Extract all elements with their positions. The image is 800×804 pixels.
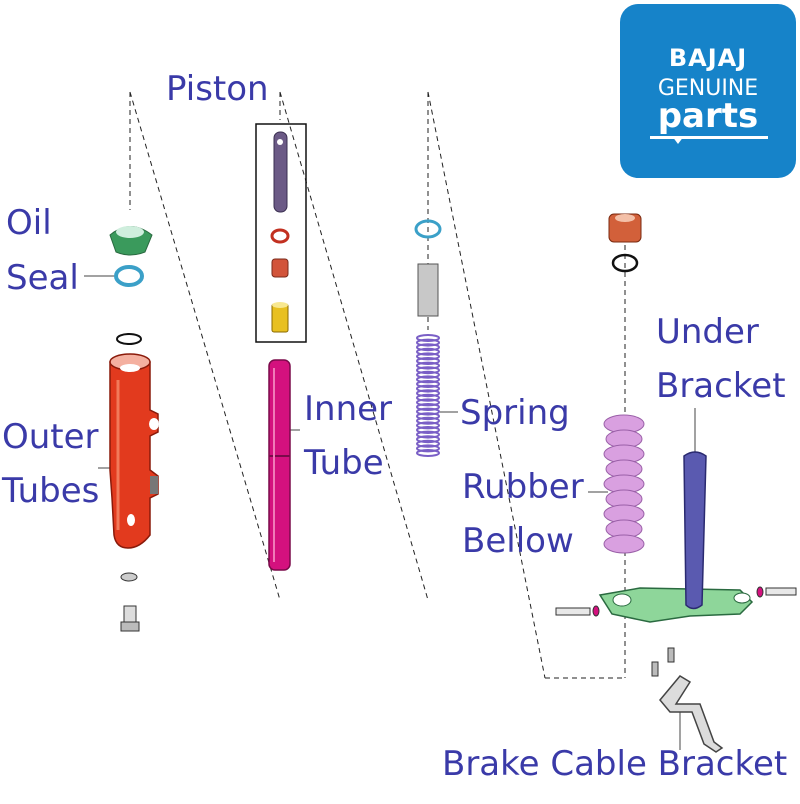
rubber-bellow [603, 414, 645, 554]
piston-group [255, 123, 307, 343]
bracket-base [598, 587, 754, 623]
label-bracket: Bracket [656, 366, 786, 406]
pinch-bolt [555, 607, 591, 616]
spring-coil [416, 370, 440, 379]
spacer-tube [417, 263, 439, 317]
spring-coil [416, 398, 440, 407]
logo-line3: parts [657, 96, 759, 136]
piston-rod-hole [277, 139, 283, 145]
spring-coil [416, 430, 440, 439]
spring-coil [416, 439, 440, 448]
spring-coil [416, 403, 440, 411]
bush-top [615, 214, 635, 222]
spring-coil [416, 380, 440, 388]
outer-tube-body [109, 361, 159, 549]
oil-seal-top [116, 226, 144, 238]
spring-group [414, 219, 442, 457]
logo-brand: BAJAJ [668, 44, 748, 72]
outer-tube-lug [150, 476, 158, 494]
steering-stem [683, 451, 707, 610]
bracket-screws [651, 647, 675, 677]
spring-coil [416, 343, 440, 352]
spring-washer [414, 219, 442, 239]
label-outer: Outer [2, 417, 99, 457]
spring-coil [416, 357, 440, 365]
spring-coil [416, 416, 440, 425]
logo-underline-notch [672, 136, 684, 144]
brake-cable-bracket [659, 675, 724, 753]
circlip [116, 333, 142, 345]
outer-tube [109, 353, 159, 549]
spring-coil [416, 449, 440, 457]
label-rubber: Rubber [462, 467, 584, 507]
piston-box [255, 123, 307, 343]
piston-nut [271, 258, 289, 278]
outer-tube-hole [127, 514, 135, 526]
logo-line2: GENUINE [657, 76, 759, 101]
oil-seal-group [109, 226, 153, 345]
spring-coil [416, 334, 440, 342]
screw [667, 647, 675, 663]
guide-line [129, 91, 281, 601]
spring-coil [416, 412, 440, 421]
inner-tube-body [268, 359, 291, 571]
spring-coil [416, 375, 440, 384]
label-inner: Inner [304, 389, 393, 429]
pinch-bolt-washer [756, 586, 764, 598]
spring-coil [416, 361, 440, 370]
bracket-hole [612, 593, 632, 607]
piston-cap [271, 303, 289, 333]
outer-tube-bore [120, 364, 140, 372]
spring-coil [416, 389, 440, 398]
spring-coil [416, 393, 440, 402]
bracket-hole [733, 592, 751, 604]
under-bracket-assembly [555, 213, 797, 753]
piston-rod [273, 131, 288, 213]
label-oil: Oil [6, 203, 52, 243]
spring-coil [416, 435, 440, 444]
inner-tube [268, 359, 291, 571]
spring-coil [416, 338, 440, 347]
pinch-bolts [555, 586, 797, 617]
label-under: Under [656, 312, 759, 352]
leader-lines [84, 275, 696, 750]
spring-coil [416, 421, 440, 430]
spring-coil [416, 444, 440, 453]
label-spring: Spring [460, 393, 570, 433]
seal-ring [114, 265, 144, 287]
label-seal: Seal [6, 258, 79, 298]
outer-tube-hole [149, 418, 159, 430]
spring-coil [416, 366, 440, 375]
pinch-bolt-washer [592, 605, 600, 617]
spring-coil [416, 347, 440, 356]
circlip [611, 253, 639, 273]
piston-ring [270, 228, 290, 244]
spring-coil [416, 352, 440, 361]
spring-coil [416, 384, 440, 393]
bolt-head [120, 621, 140, 632]
guide-line [427, 91, 546, 679]
pinch-bolt [765, 587, 797, 596]
assembly-guide-lines [129, 91, 626, 679]
bajaj-genuine-parts-logo: BAJAJ GENUINE parts [620, 4, 796, 178]
logo-underline [650, 136, 768, 139]
drain-bolt-group [120, 572, 140, 632]
label-bellow: Bellow [462, 521, 574, 561]
spring [416, 334, 440, 457]
bellow-fold [603, 534, 645, 554]
label-piston: Piston [166, 69, 269, 109]
label-tubes: Tubes [2, 471, 100, 511]
label-tube: Tube [304, 443, 384, 483]
screw [651, 661, 659, 677]
label-brake-cable-bracket: Brake Cable Bracket [442, 744, 788, 784]
piston-cap-top [272, 302, 288, 308]
spring-coil [416, 407, 440, 416]
washer [120, 572, 138, 582]
spring-coil [416, 426, 440, 434]
guide-line [279, 91, 429, 601]
